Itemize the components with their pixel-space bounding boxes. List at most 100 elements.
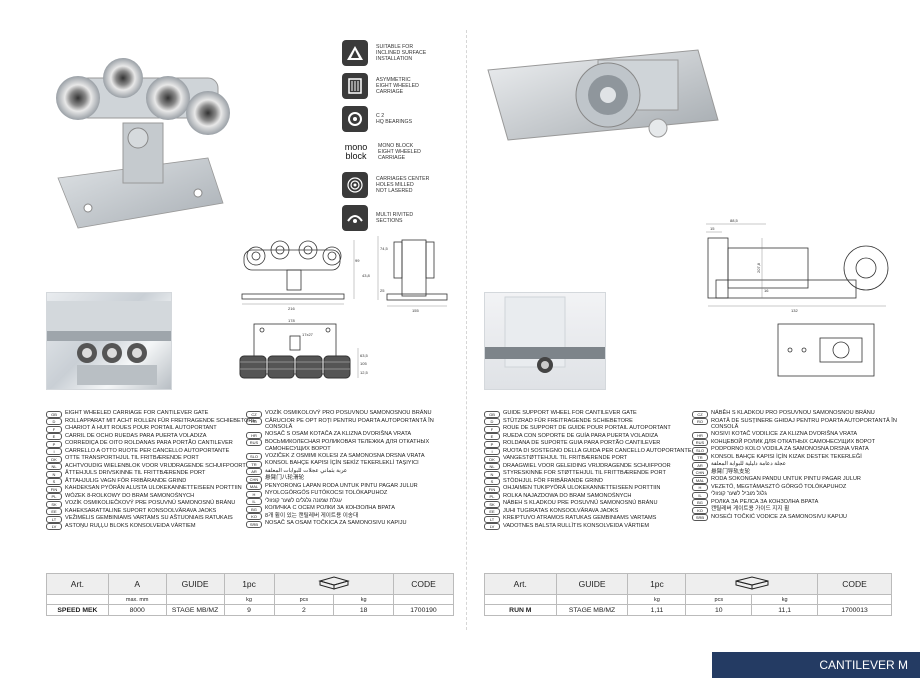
language-text: RODA SOKONGAN PANDU UNTUK PINTU PAGAR JU… <box>711 476 861 483</box>
feature-item: SUITABLE FOR INCLINED SURFACE INSTALLATI… <box>342 40 462 66</box>
art-cell: SPEED MEK <box>46 604 109 616</box>
dim-155: 155 <box>412 308 419 313</box>
language-code-badge: SK <box>46 500 62 508</box>
code-cell: 1700190 <box>392 604 455 616</box>
unit-cell <box>555 594 629 605</box>
unit-cell <box>817 594 892 605</box>
dim-15: 15 <box>710 226 715 231</box>
language-code-badge: MAL <box>246 483 262 491</box>
language-text: VOZÍK OSMIKOLIEČKOVÝ PRE POSUVNÚ SAMONOS… <box>65 500 236 506</box>
language-code-badge: MAL <box>692 476 708 484</box>
package-icon <box>735 576 769 590</box>
feature-item: mono block MONO BLOCK EIGHT WHEELED CARR… <box>342 139 462 165</box>
language-code-badge: CHN <box>246 475 262 483</box>
language-text: עגלת שמונה גלגלים לשער קונזולי <box>265 497 342 504</box>
header-art: Art. <box>484 573 557 595</box>
mono-label: mono <box>344 142 368 152</box>
language-code-badge: GB <box>484 410 500 418</box>
language-code-badge: N <box>484 470 500 478</box>
language-text: CHARIOT À HUIT ROUES POUR PORTAIL AUTOPO… <box>65 425 217 431</box>
language-text: عربة بثماني عجلات للبوابات المعلقة <box>265 467 348 474</box>
unit-cell: kg <box>223 594 275 605</box>
left-spec-table: Art. A GUIDE 1pc CODE max. mm kg pcs kg … <box>46 573 455 616</box>
unit-cell: kg <box>627 594 687 605</box>
language-text: ACHTVOUDIG WIELENBLOK VOOR VRIJDRAGENDE … <box>65 462 246 469</box>
language-text: CARRIL DE OCHO RUEDAS PARA PUERTA VOLADI… <box>65 432 207 439</box>
unit-cell: kg <box>333 594 394 605</box>
language-code-badge: RUS <box>692 439 708 447</box>
language-code-badge: I <box>46 448 62 455</box>
language-code-badge: PL <box>46 493 62 500</box>
header-guide: GUIDE <box>555 573 629 595</box>
unit-cell <box>392 594 455 605</box>
carriage-installed-photo <box>46 292 172 390</box>
language-code-badge: RO <box>246 418 262 425</box>
language-code-badge: CZ <box>692 410 708 418</box>
language-code-badge: S <box>484 478 500 485</box>
language-text: KONSOL BAHÇE KAPISI İÇİN SEKİZ TEKERLEKL… <box>265 460 419 467</box>
language-text: CĂRUCIOR PE OPT ROȚI PENTRU POARTA AUTOP… <box>265 417 434 431</box>
dim-12-5: 12,5 <box>360 370 369 375</box>
unit-cell <box>165 594 225 605</box>
language-text: OTTE TRANSPORTHJUL TIL FRITBÆRENDE PORT <box>65 455 199 461</box>
unit-cell <box>46 594 109 605</box>
dim-74-5: 74,5 <box>380 246 389 251</box>
a-cell: 8000 <box>107 604 167 616</box>
language-text: ROLKA NAJAZDOWA DO BRAM SAMONOŚNYCH <box>503 492 632 499</box>
block-label: block <box>345 151 367 161</box>
language-code-badge: I <box>484 448 500 455</box>
pcs-cell: 2 <box>273 604 335 616</box>
language-text: EIGHT WHEELED CARRIAGE FOR CANTILEVER GA… <box>65 410 209 416</box>
language-text: VOZÍK OSMIKOLOVÝ PRO POSUVNOU SAMONOSNOU… <box>265 410 432 416</box>
language-code-badge: IL <box>692 491 708 499</box>
dim-99: 99 <box>355 258 360 263</box>
riveted-sections-icon <box>342 205 368 231</box>
language-code-badge: LV <box>46 523 62 530</box>
language-text: גלגל מוביל לשער קונזולי <box>711 491 767 498</box>
language-text: PENYORONG LAPAN RODA UNTUK PINTU PAGAR J… <box>265 482 418 489</box>
feature-text: MULTI RIVITED SECTIONS <box>376 211 414 224</box>
language-text: NOSIVI KOTAČ VODILICE ZA KLIZNA DVORIŠNA… <box>711 431 858 438</box>
language-text: VEŽIMĖLIS GEMBINIAMS VARTAMS SU AŠTUONIA… <box>65 515 233 521</box>
language-text: ROATĂ DE SUSȚINERE GHIDAJ PENTRU POARTA … <box>711 417 897 431</box>
guide-cell: STAGE MB/MZ <box>555 604 629 616</box>
language-text: NYOLCGÖRGŐS FUTÓKOCSI TOLÓKAPUHOZ <box>265 490 388 497</box>
language-code-badge: D <box>46 418 62 425</box>
art-cell: RUN M <box>484 604 557 616</box>
language-text: ROLLAPPARAT MIT ACHT ROLLEN FÜR FREITRAG… <box>65 417 257 424</box>
language-code-badge: GB <box>46 410 62 418</box>
language-text: ASTOŅU RUĻĻU BLOKS KONSOLVEIDA VĀRTIEM <box>65 522 196 529</box>
language-code-badge: HR <box>246 431 262 439</box>
language-text: 悬臂门导轨支轮 <box>711 468 751 475</box>
language-code-badge: FIN <box>484 485 500 493</box>
language-code-badge: HR <box>692 431 708 439</box>
language-text: 悬臂门八轮滑轮 <box>265 475 305 482</box>
header-package <box>685 573 819 595</box>
dim-25: 25 <box>380 288 385 293</box>
header-code: CODE <box>392 573 455 595</box>
language-text: GUIDE SUPPORT WHEEL FOR CANTILEVER GATE <box>503 410 637 416</box>
dim-132: 132 <box>791 308 798 313</box>
